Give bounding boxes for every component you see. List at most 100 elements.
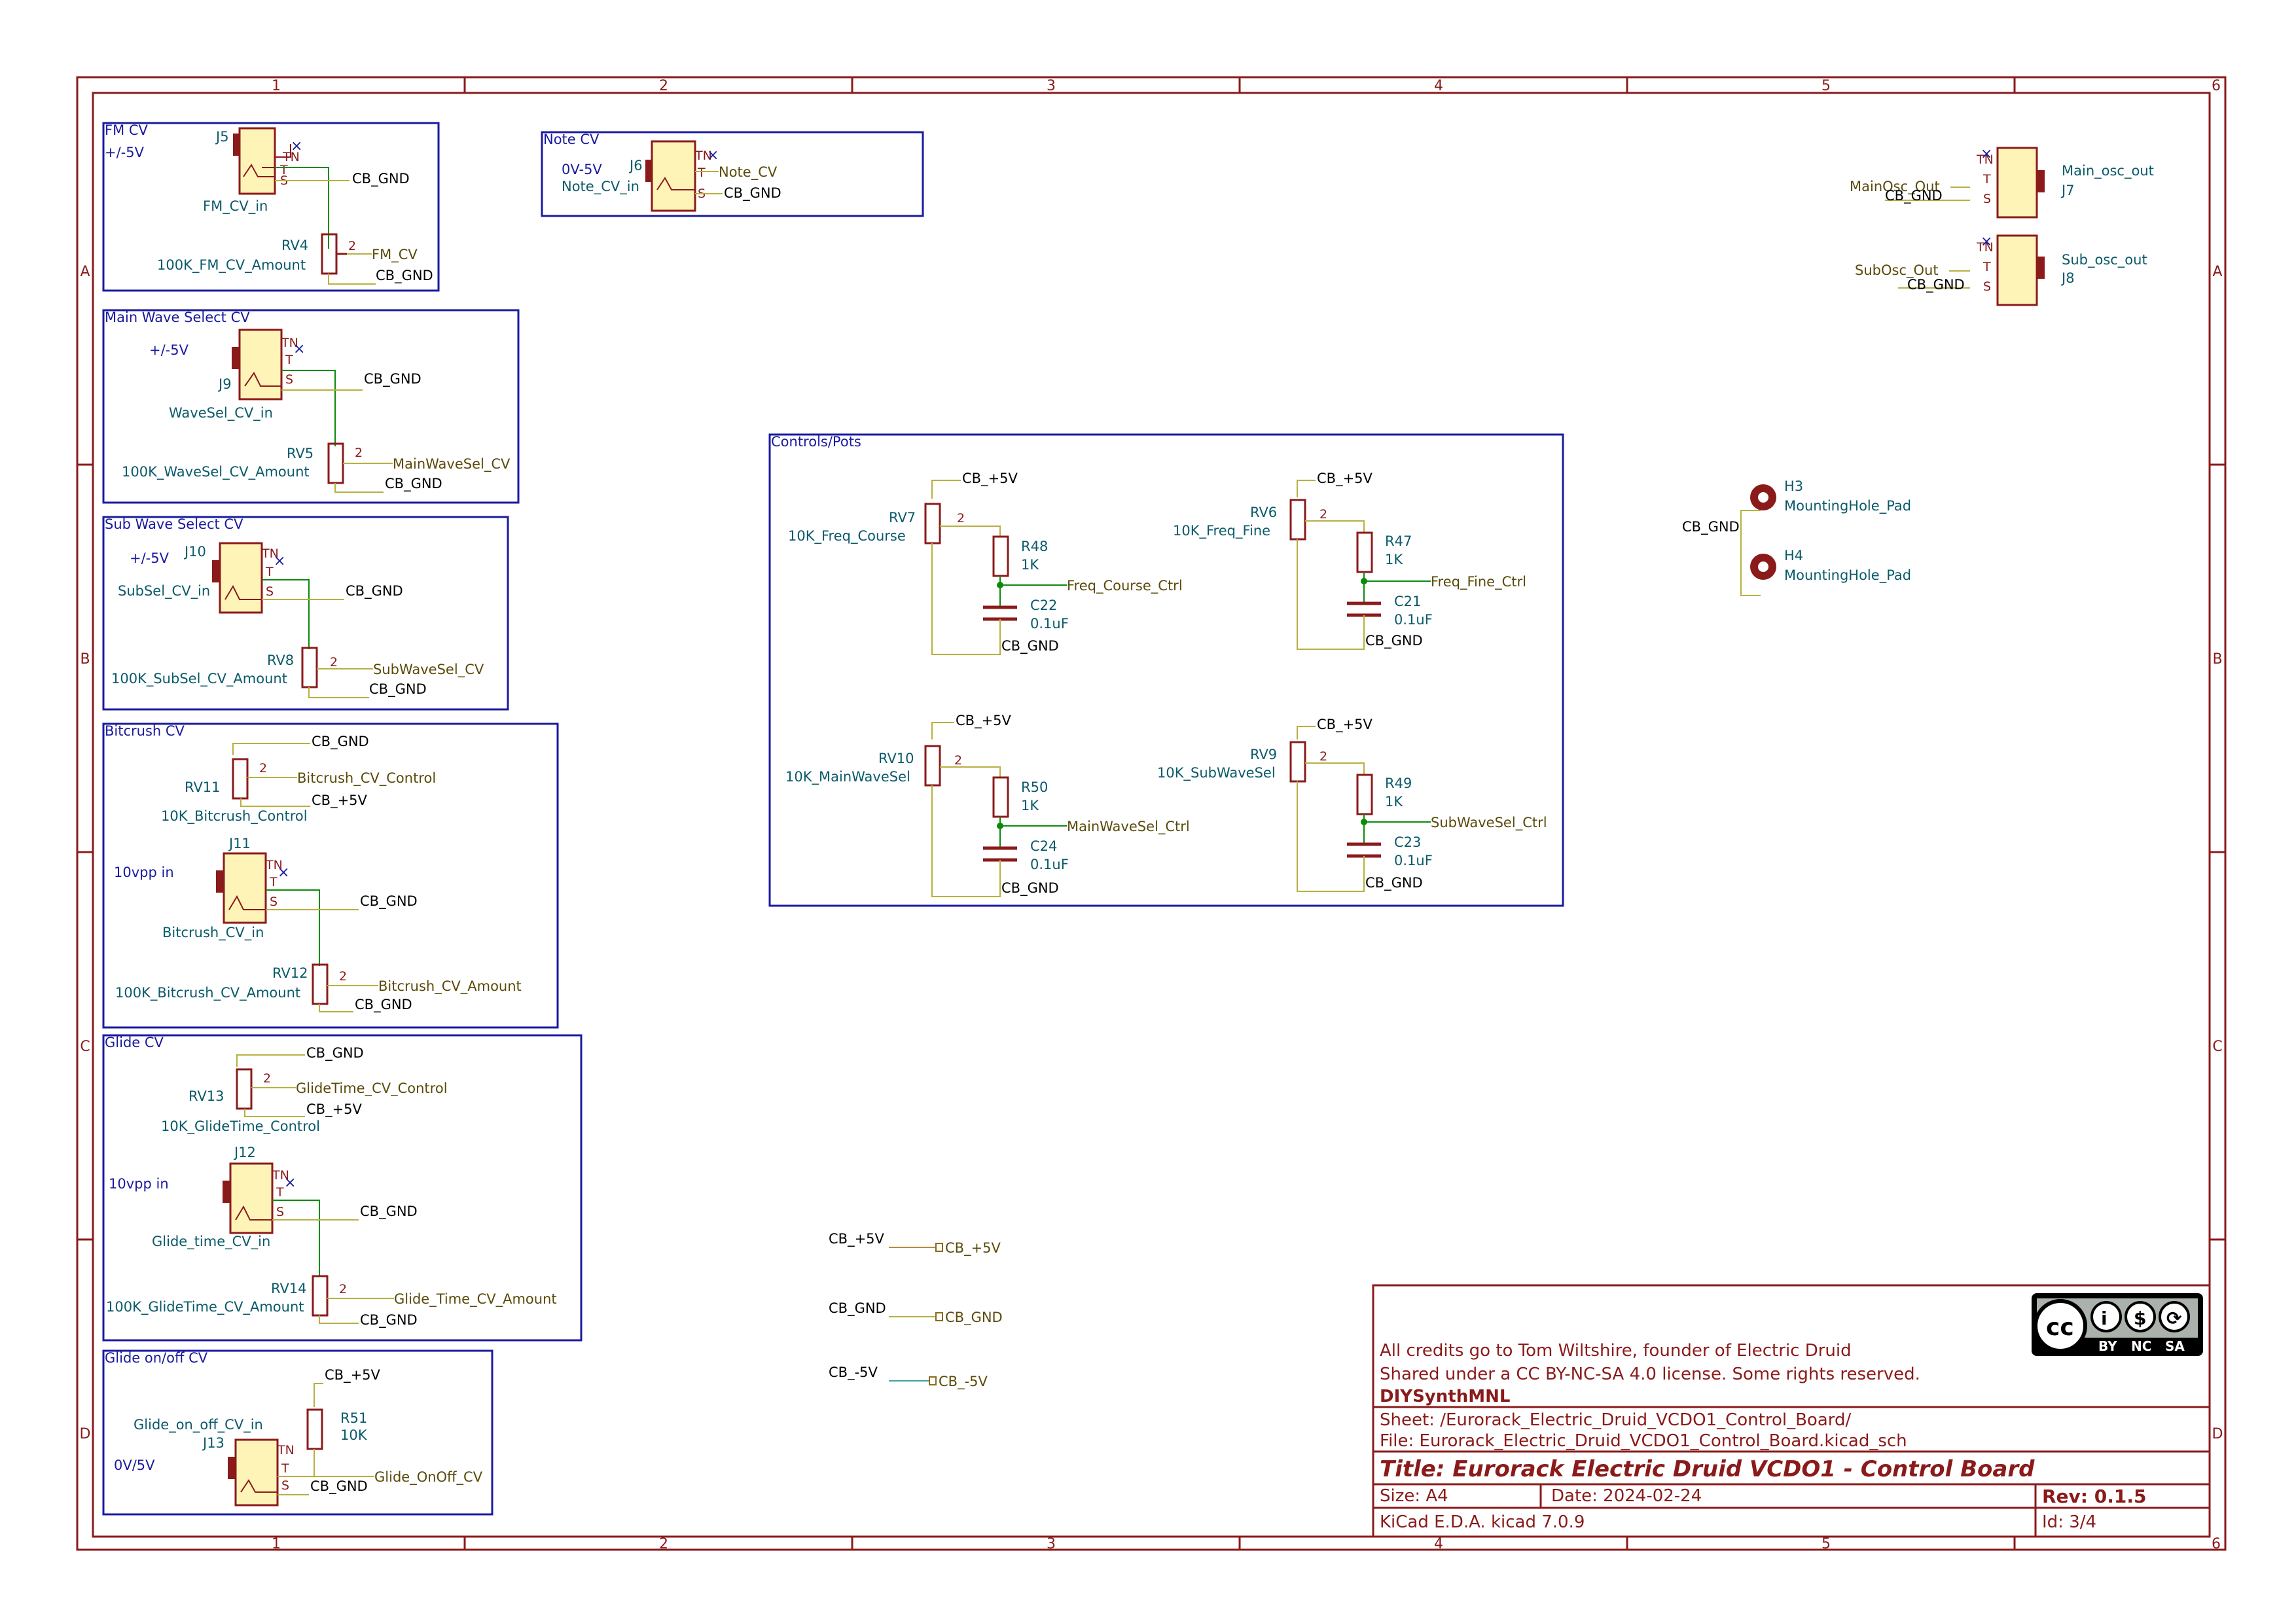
pot-ref: RV14 xyxy=(271,1281,307,1296)
svg-text:2: 2 xyxy=(957,511,965,526)
pot-value: 100K_GlideTime_CV_Amount xyxy=(106,1299,304,1315)
note-cv-section: 0V-5V J6 TN T S × Note_CV CB_GND Note_CV… xyxy=(562,140,781,212)
net-label: CB_+5V xyxy=(306,1101,363,1118)
glide-section: CB_GND 2 GlideTime_CV_Control CB_+5V RV1… xyxy=(106,1045,557,1329)
svg-text:×: × xyxy=(707,147,719,164)
res-value: 1K xyxy=(1385,794,1403,810)
jack-value: Bitcrush_CV_in xyxy=(162,925,264,941)
svg-text:2: 2 xyxy=(263,1071,271,1086)
svg-text:S: S xyxy=(1983,279,1991,294)
out-label: Freq_Fine_Ctrl xyxy=(1431,574,1526,590)
pot-ref: RV11 xyxy=(185,779,221,795)
svg-text:2: 2 xyxy=(259,761,267,776)
svg-text:×: × xyxy=(274,553,285,569)
net-label: CB_GND xyxy=(364,371,422,387)
hole-value: MountingHole_Pad xyxy=(1784,567,1911,584)
pin-t: T xyxy=(279,163,288,177)
jack-ref: J12 xyxy=(233,1145,256,1160)
net-label: CB_GND xyxy=(1365,875,1423,891)
frame-labels: 1 2 3 4 5 6 1 2 3 4 5 6 A B C D A B C D xyxy=(80,78,2223,1552)
controls-section: CB_+5V 2 RV7 10K_Freq_Course R48 1K Freq… xyxy=(785,471,1547,897)
svg-text:TN: TN xyxy=(261,546,279,561)
jack-ref: J11 xyxy=(228,836,251,851)
col-label: 6 xyxy=(2212,1536,2221,1552)
sheet-frame xyxy=(76,76,2227,1551)
pot-value: 10K_MainWaveSel xyxy=(785,769,910,785)
col-label: 6 xyxy=(2212,78,2221,94)
box-title-controls: Controls/Pots xyxy=(771,434,861,450)
net-label: CB_GND xyxy=(1365,633,1423,649)
out-label: Note_CV xyxy=(719,164,778,181)
row-label: B xyxy=(2212,651,2222,668)
pot-value: 10K_SubWaveSel xyxy=(1157,765,1276,781)
net-label: CB_GND xyxy=(1001,638,1059,654)
pot-ref: RV9 xyxy=(1250,747,1277,762)
jack-value: Sub_osc_out xyxy=(2062,252,2147,268)
net-label: CB_+5V xyxy=(956,713,1012,729)
svg-text:T: T xyxy=(269,875,278,889)
box-title-bitcrush: Bitcrush CV xyxy=(105,723,185,739)
credits-line-2: Shared under a CC BY-NC-SA 4.0 license. … xyxy=(1380,1364,1920,1384)
svg-text:2: 2 xyxy=(954,753,962,768)
svg-text:S: S xyxy=(266,584,274,599)
svg-text:T: T xyxy=(281,1461,289,1476)
row-label: A xyxy=(2212,264,2222,280)
cap-value: 0.1uF xyxy=(1030,616,1069,632)
jack-ref: J13 xyxy=(202,1435,224,1451)
group-boxes xyxy=(102,122,1564,1516)
out-label: SubWaveSel_Ctrl xyxy=(1431,815,1547,831)
file-name: File: Eurorack_Electric_Druid_VCDO1_Cont… xyxy=(1380,1431,1907,1451)
net-label: CB_+5V xyxy=(1317,471,1373,487)
out-label: SubWaveSel_CV xyxy=(373,662,484,678)
jack-value: Note_CV_in xyxy=(562,179,639,195)
svg-text:×: × xyxy=(278,865,289,881)
svg-text:TN: TN xyxy=(265,858,283,872)
svg-text:S: S xyxy=(1983,192,1991,206)
net-label: CB_GND xyxy=(310,1478,368,1495)
pot-value: 10K_Bitcrush_Control xyxy=(161,808,308,825)
net-label: CB_+5V xyxy=(312,793,368,809)
out-label: MainWaveSel_Ctrl xyxy=(1067,819,1190,835)
cc-nc: NC xyxy=(2131,1338,2151,1354)
company: DIYSynthMNL xyxy=(1380,1387,1510,1406)
box-title-subwave: Sub Wave Select CV xyxy=(105,516,243,532)
range-label: +/-5V xyxy=(130,550,170,566)
pot-value: 100K_FM_CV_Amount xyxy=(157,257,306,274)
cap-ref: C21 xyxy=(1394,594,1421,609)
svg-text:×: × xyxy=(1981,146,1992,162)
svg-text:×: × xyxy=(1981,234,1992,250)
svg-text:TN: TN xyxy=(272,1168,289,1183)
jack-ref: J9 xyxy=(217,376,232,392)
svg-text:TN: TN xyxy=(281,336,298,350)
svg-text:S: S xyxy=(281,1478,289,1493)
col-label: 5 xyxy=(1821,1536,1831,1552)
sheet-path: Sheet: /Eurorack_Electric_Druid_VCDO1_Co… xyxy=(1380,1410,1851,1430)
row-label: D xyxy=(80,1426,91,1442)
net-label: CB_+5V xyxy=(325,1367,381,1383)
net-label: SubOsc_Out xyxy=(1855,262,1939,279)
credits-line-1: All credits go to Tom Wiltshire, founder… xyxy=(1380,1341,1852,1361)
pot-value: 100K_WaveSel_CV_Amount xyxy=(122,464,310,480)
col-label: 1 xyxy=(272,1536,281,1552)
svg-text:S: S xyxy=(276,1205,284,1219)
title-block: cc i $ ⟳ BY NC SA All credits go to Tom … xyxy=(1372,1284,2211,1538)
svg-text:TN: TN xyxy=(1976,240,1994,255)
col-label: 4 xyxy=(1434,1536,1443,1552)
mounting-holes: CB_GND H3 MountingHole_Pad H4 MountingHo… xyxy=(1682,478,1911,596)
jack-value: Glide_on_off_CV_in xyxy=(134,1417,263,1433)
col-label: 3 xyxy=(1047,1536,1056,1552)
svg-text:2: 2 xyxy=(339,969,347,984)
pot-value: 100K_Bitcrush_CV_Amount xyxy=(115,985,300,1001)
pot-value: 100K_SubSel_CV_Amount xyxy=(111,671,287,687)
box-title-glideonoff: Glide on/off CV xyxy=(105,1350,208,1366)
svg-text:×: × xyxy=(284,1175,296,1191)
pot-value: 10K_GlideTime_Control xyxy=(161,1118,320,1135)
svg-text:×: × xyxy=(291,138,302,154)
out-label: Glide_OnOff_CV xyxy=(374,1469,483,1486)
hole-value: MountingHole_Pad xyxy=(1784,498,1911,514)
svg-text:2: 2 xyxy=(1319,507,1327,522)
svg-text:T: T xyxy=(285,353,293,367)
range-label: 10vpp in xyxy=(109,1176,169,1192)
box-title-glide: Glide CV xyxy=(105,1035,164,1050)
